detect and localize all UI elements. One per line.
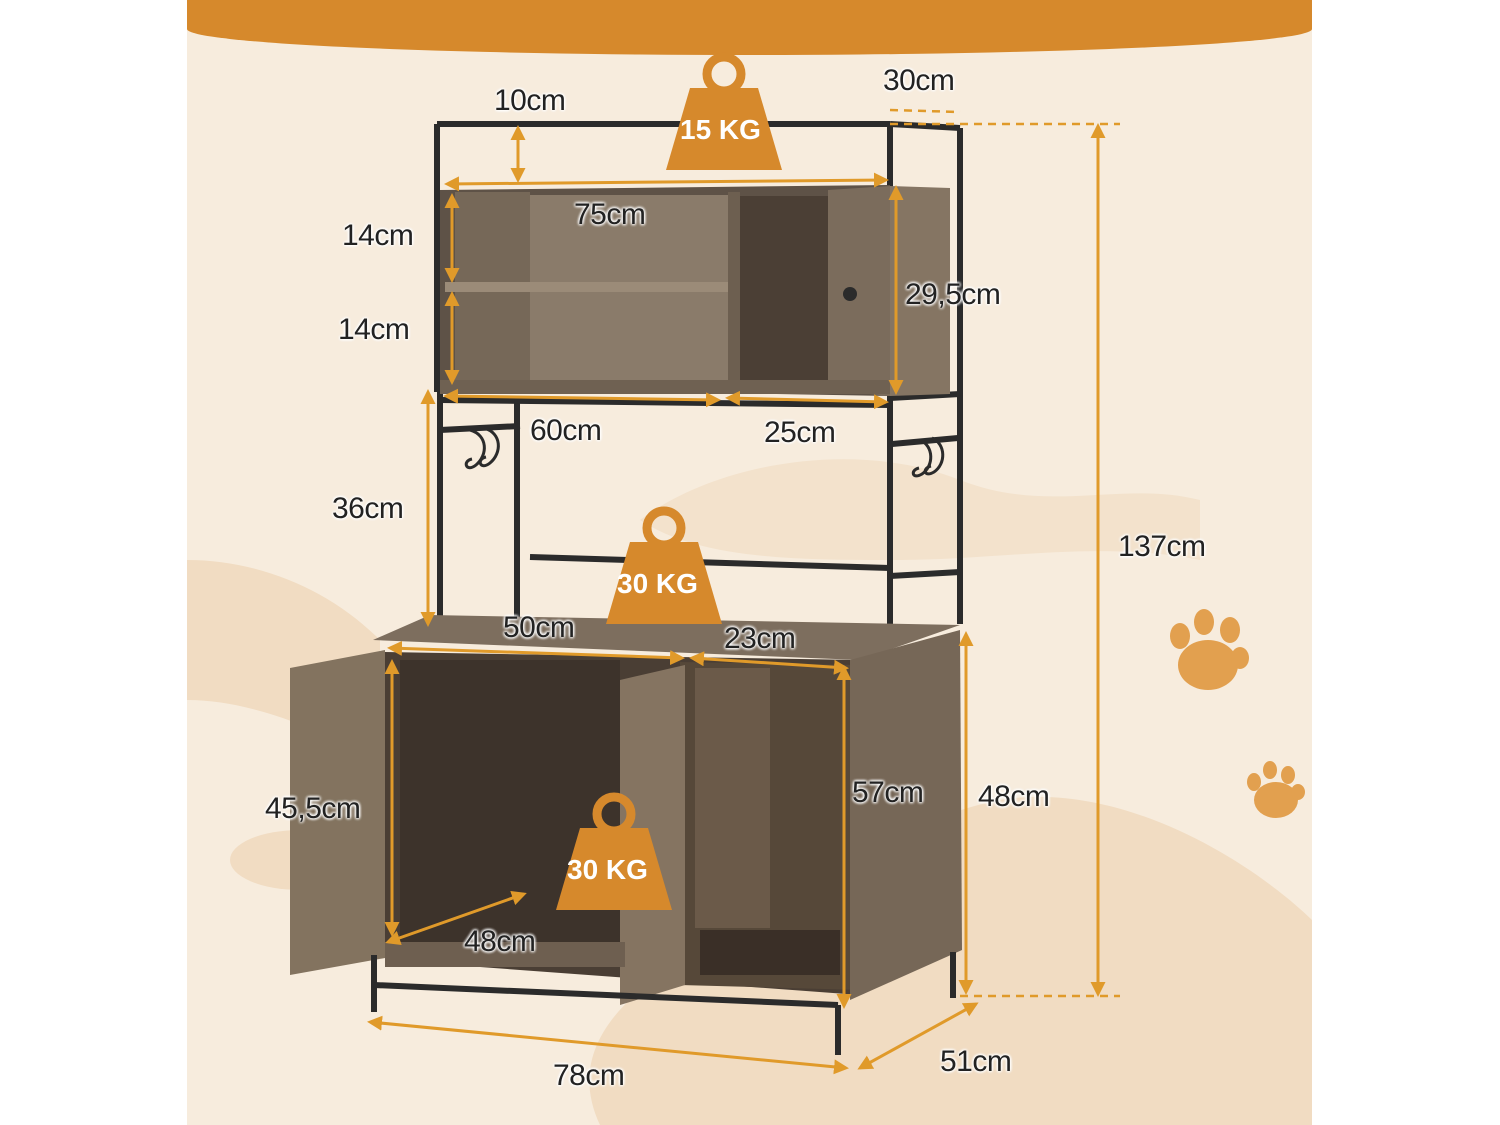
dim-shelf-2: 14cm: [338, 313, 410, 346]
weight-icon: [666, 52, 782, 170]
dim-cabinet-height-top: 29,5cm: [905, 278, 1001, 311]
dim-open-width: 60cm: [530, 414, 602, 447]
dim-right-compartment-width: 23cm: [724, 622, 796, 655]
paw-print-icon: [1170, 609, 1249, 690]
dim-right-inner-height: 57cm: [852, 776, 924, 809]
dim-shelf-1: 14cm: [342, 219, 414, 252]
top-banner: [187, 0, 1312, 55]
dim-depth-top: 30cm: [883, 64, 955, 97]
dim-base-width: 78cm: [553, 1059, 625, 1092]
weight-label-middle: 30 KG: [617, 568, 698, 599]
weight-icon: [556, 792, 672, 910]
dim-top-gap: 10cm: [494, 84, 566, 117]
dimension-guides: [889, 108, 1120, 998]
dim-base-height: 48cm: [978, 780, 1050, 813]
dim-left-inner-height: 45,5cm: [265, 792, 361, 825]
dim-total-height: 137cm: [1118, 530, 1206, 563]
dim-middle-gap: 36cm: [332, 492, 404, 525]
dimension-lines: [367, 123, 1106, 1075]
dim-left-inner-depth: 48cm: [464, 925, 536, 958]
paw-print-icon: [1247, 761, 1305, 818]
weight-icon: [606, 506, 722, 624]
dim-left-compartment-width: 50cm: [503, 611, 575, 644]
weight-label-top: 15 KG: [680, 114, 761, 145]
dim-door-width-top: 25cm: [764, 416, 836, 449]
dim-width-top: 75cm: [574, 198, 646, 231]
hook-icon: [464, 426, 945, 478]
dim-base-depth: 51cm: [940, 1045, 1012, 1078]
weight-label-bottom: 30 KG: [567, 854, 648, 885]
